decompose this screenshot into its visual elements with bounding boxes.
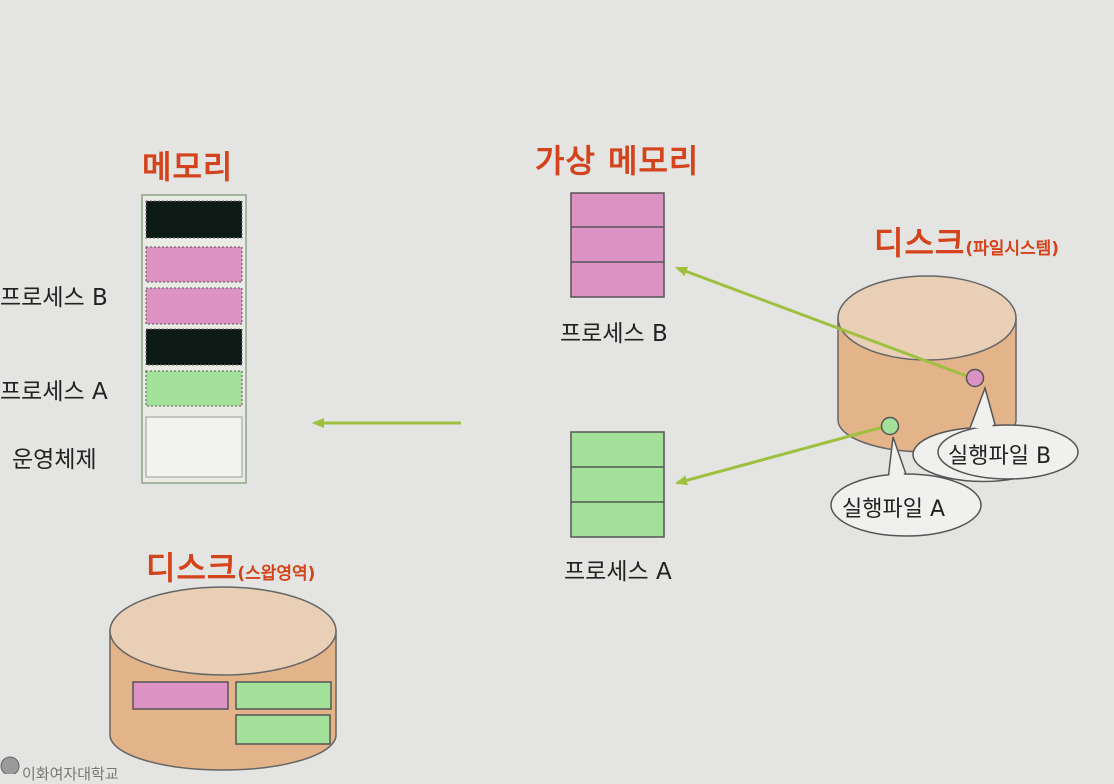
disk-filesystem <box>837 275 1017 453</box>
memory-title: 메모리 <box>142 148 234 186</box>
virtual-process-b <box>570 192 665 298</box>
file-a-marker <box>880 416 900 436</box>
disk-swap <box>109 586 337 771</box>
disk-filesystem-title-main: 디스크 <box>874 224 966 262</box>
memory-label-process-b: 프로세스 B <box>0 285 108 311</box>
footer-logo-seal <box>0 756 20 774</box>
memory-block-process-a <box>145 370 243 407</box>
disk-swap-title: 디스크(스왑영역) <box>146 543 315 589</box>
swap-block-process-b <box>132 681 229 710</box>
memory-block-os <box>145 416 243 478</box>
virtual-memory-label-process-a: 프로세스 A <box>564 559 672 585</box>
disk-filesystem-title-suffix: (파일시스템) <box>965 239 1060 259</box>
swap-block-process-a-1 <box>235 681 332 710</box>
disk-filesystem-title: 디스크(파일시스템) <box>874 218 1059 264</box>
file-b-marker <box>965 368 985 388</box>
virtual-process-a <box>570 431 665 538</box>
file-b-bubble <box>912 385 1079 483</box>
virtual-memory-title: 가상 메모리 <box>535 142 700 180</box>
memory-block-process-b-1 <box>145 246 243 283</box>
memory-block-other-2 <box>145 328 243 366</box>
disk-swap-title-main: 디스크 <box>146 549 238 587</box>
memory-block-other-1 <box>145 200 243 239</box>
arrow-file-b-to-process-b <box>675 266 973 380</box>
memory-stack <box>141 194 247 484</box>
virtual-memory-label-process-b: 프로세스 B <box>560 321 668 347</box>
file-b-label: 실행파일 B <box>948 444 1052 469</box>
memory-label-process-a: 프로세스 A <box>0 379 108 405</box>
memory-label-os: 운영체제 <box>12 447 97 473</box>
disk-swap-title-suffix: (스왑영역) <box>237 564 316 584</box>
memory-block-process-b-2 <box>145 287 243 325</box>
arrow-file-a-to-process-a <box>675 424 888 486</box>
file-a-label: 실행파일 A <box>842 497 946 522</box>
file-a-bubble <box>830 436 982 537</box>
swap-block-process-a-2 <box>235 714 331 745</box>
